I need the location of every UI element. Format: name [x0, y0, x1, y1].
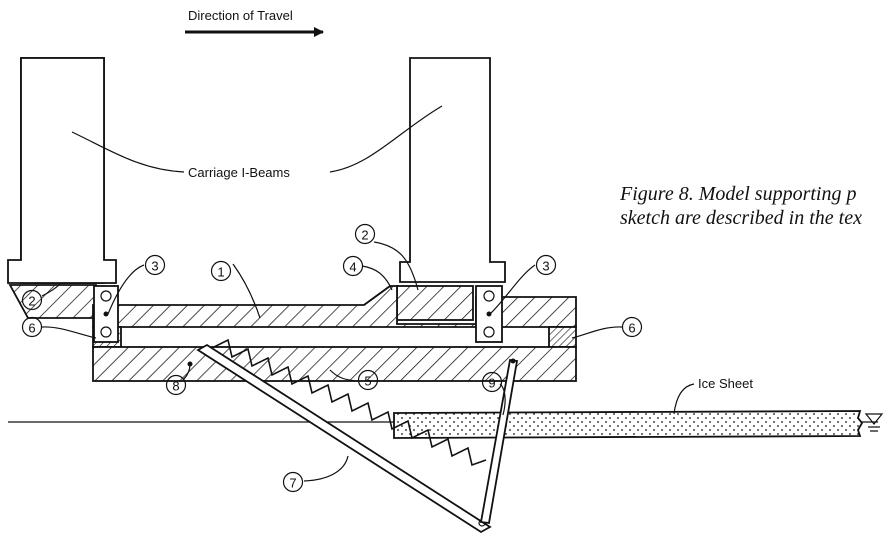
svg-text:9: 9 [488, 376, 495, 391]
right-bracket-bolt-top [483, 290, 495, 302]
svg-text:2: 2 [28, 294, 35, 309]
svg-text:1: 1 [217, 265, 224, 280]
svg-text:6: 6 [628, 321, 635, 336]
left-bracket-pivot [103, 311, 109, 317]
upper-plate-part1 [92, 285, 577, 328]
figure-caption-line1: Figure 8. Model supporting p [619, 183, 856, 205]
lower-plate-part5 [92, 346, 577, 382]
svg-text:3: 3 [542, 259, 549, 274]
figure-caption-line2: sketch are described in the tex [620, 207, 862, 229]
callout2-right-leader [373, 241, 419, 291]
right-carriage-beam [399, 57, 506, 283]
model-arm-part7 [196, 343, 492, 534]
callout-9: 9 [481, 371, 503, 393]
left-carriage-beam-flange [7, 57, 117, 284]
callout6-right-leader [571, 326, 623, 339]
ice-sheet-leader [673, 383, 695, 415]
right-bracket-pivot [486, 311, 492, 317]
upper-plate-ramp [363, 285, 391, 306]
carriage-beams-label: Carriage I-Beams [188, 165, 290, 180]
callout3-right-leader [489, 264, 536, 315]
right-spacer-part6 [548, 326, 577, 348]
right-bracket-bolt-bottom [483, 326, 495, 338]
callout5-leader [329, 369, 359, 382]
callout-7: 7 [282, 471, 304, 493]
model-arm-teeth [211, 338, 487, 467]
beams-leader-right [329, 105, 443, 173]
beams-leader-left [71, 131, 185, 173]
callout8-leader [182, 363, 191, 381]
ice-sheet [393, 410, 864, 439]
right-bracket-part3 [475, 285, 503, 343]
callout2-left-leader [41, 283, 61, 297]
callout-3-left: 3 [144, 254, 166, 276]
callout-4: 4 [342, 255, 364, 277]
direction-of-travel-label: Direction of Travel [188, 8, 293, 23]
svg-text:8: 8 [172, 379, 179, 394]
svg-text:7: 7 [289, 476, 296, 491]
callout-5: 5 [357, 369, 379, 391]
left-bracket-bolt-top [100, 290, 112, 302]
svg-text:2: 2 [361, 228, 368, 243]
strut-top-pin [510, 358, 516, 364]
callout-1: 1 [210, 260, 232, 282]
callout-2-left: 2 [21, 289, 43, 311]
callout-6-right: 6 [621, 316, 643, 338]
svg-text:4: 4 [349, 260, 356, 275]
callout-6-left: 6 [21, 316, 43, 338]
water-level-symbol [864, 413, 884, 432]
callout6-left-leader [41, 326, 97, 339]
callout1-leader [232, 263, 261, 319]
callout3-left-leader [107, 264, 145, 315]
callout-3-right: 3 [535, 254, 557, 276]
left-bracket-bolt-bottom [100, 326, 112, 338]
callout-2-right: 2 [354, 223, 376, 245]
svg-text:6: 6 [28, 321, 35, 336]
svg-text:5: 5 [364, 374, 371, 389]
callout-8: 8 [165, 374, 187, 396]
svg-text:3: 3 [151, 259, 158, 274]
callout4-leader [361, 265, 393, 291]
right-shim-part2 [396, 285, 474, 321]
callout7-leader [303, 455, 349, 482]
strut-part9 [479, 358, 519, 524]
ice-sheet-label: Ice Sheet [698, 376, 753, 391]
